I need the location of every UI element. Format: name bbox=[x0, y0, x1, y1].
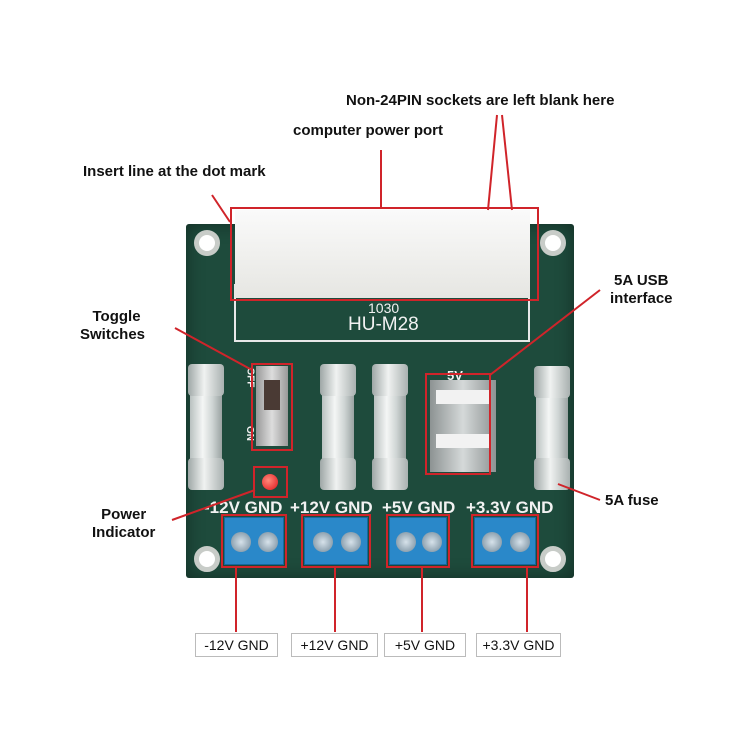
callout-toggle-line1: Toggle bbox=[92, 308, 141, 325]
terminal-silk: +3.3V GND bbox=[466, 498, 554, 517]
callout-toggle: Toggle Switches bbox=[80, 308, 145, 344]
terminal-highlight bbox=[221, 514, 287, 568]
callout-insert-line: Insert line at the dot mark bbox=[83, 163, 266, 180]
callout-usb-line1: 5A USB bbox=[614, 272, 669, 289]
callout-toggle-line2: Switches bbox=[80, 326, 146, 343]
power-led bbox=[262, 474, 278, 490]
toggle-switch bbox=[256, 366, 288, 446]
terminal-highlight bbox=[471, 514, 539, 568]
board-model: HU-M28 bbox=[348, 314, 419, 335]
leader-line bbox=[526, 568, 528, 632]
terminal-block bbox=[474, 517, 536, 565]
connector-silkscreen bbox=[234, 284, 530, 342]
output-label: +12V GND bbox=[291, 633, 378, 657]
led-highlight bbox=[253, 466, 288, 498]
fuse bbox=[188, 364, 224, 490]
terminal-block bbox=[389, 517, 447, 565]
power-port-highlight bbox=[230, 207, 539, 301]
usb-highlight bbox=[425, 373, 491, 475]
terminal-silk: +5V GND bbox=[382, 498, 456, 517]
callout-usb-line2: interface bbox=[610, 290, 673, 307]
callout-power-indicator: Power Indicator bbox=[92, 506, 155, 542]
switch-highlight bbox=[251, 363, 293, 451]
leader-line bbox=[334, 568, 336, 632]
mount-hole bbox=[540, 230, 566, 256]
output-label: -12V GND bbox=[195, 633, 278, 657]
terminal-silk: -12V GND bbox=[204, 498, 283, 517]
usb-label: 5V bbox=[447, 368, 463, 383]
callout-power-port: computer power port bbox=[293, 122, 444, 139]
leader-line bbox=[421, 568, 423, 632]
output-label: +3.3V GND bbox=[476, 633, 561, 657]
terminal-block bbox=[304, 517, 368, 565]
leader-line bbox=[235, 568, 237, 632]
atx-connector bbox=[235, 210, 530, 298]
callout-usb: 5A USB interface bbox=[610, 272, 673, 308]
callout-non24pin: Non-24PIN sockets are left blank here bbox=[346, 92, 615, 109]
fuse bbox=[320, 364, 356, 490]
usb-port bbox=[430, 380, 496, 472]
terminal-highlight bbox=[301, 514, 371, 568]
fuse bbox=[534, 366, 570, 490]
mount-hole bbox=[540, 546, 566, 572]
fuse bbox=[372, 364, 408, 490]
terminal-silk: +12V GND bbox=[290, 498, 373, 517]
terminal-block bbox=[224, 517, 284, 565]
board-code: 1030 bbox=[368, 300, 400, 316]
mount-hole bbox=[194, 230, 220, 256]
mount-hole bbox=[194, 546, 220, 572]
callout-fuse: 5A fuse bbox=[605, 492, 659, 509]
output-label: +5V GND bbox=[384, 633, 466, 657]
callout-power-line1: Power bbox=[101, 506, 147, 523]
callout-power-line2: Indicator bbox=[92, 524, 156, 541]
terminal-highlight bbox=[386, 514, 450, 568]
leader-line bbox=[380, 150, 382, 208]
